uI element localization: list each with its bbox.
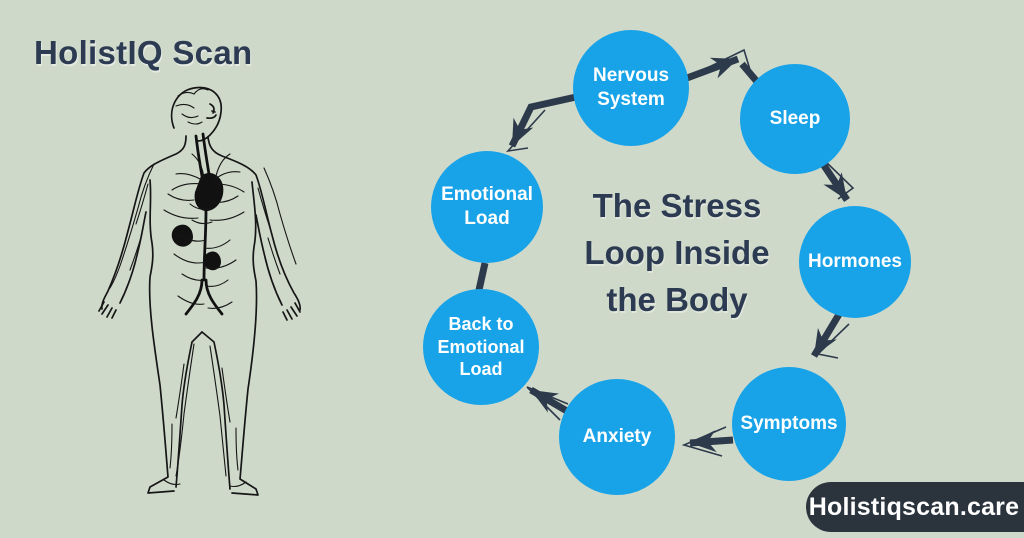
- node-label: Sleep: [769, 107, 821, 129]
- node-symptoms: Symptoms: [732, 367, 846, 481]
- node-nervous-system: Nervous System: [573, 30, 689, 146]
- node-emotional-load: Emotional Load: [431, 151, 543, 263]
- node-anxiety: Anxiety: [559, 379, 675, 495]
- website-banner[interactable]: Holistiqscan.care: [806, 482, 1024, 532]
- diagram-title-line: Loop Inside: [584, 234, 770, 271]
- node-label: Anxiety: [582, 425, 652, 447]
- node-label: Back to Emotional Load: [437, 314, 525, 380]
- arrow-sleep-to-hormones: [818, 159, 850, 202]
- node-label: Emotional Load: [441, 183, 533, 229]
- node-sleep: Sleep: [740, 64, 850, 174]
- human-body-illustration: [98, 86, 302, 496]
- node-label: Symptoms: [740, 412, 838, 434]
- node-back-to-emotional-load: Back to Emotional Load: [423, 289, 539, 405]
- diagram-title: The Stress Loop Inside the Body: [553, 182, 801, 323]
- line-backload-to-emotional: [475, 262, 489, 291]
- node-label: Nervous System: [592, 64, 670, 110]
- arrow-nervous-to-emotional: [508, 93, 577, 148]
- arrow-symptoms-to-anxiety: [689, 430, 734, 453]
- node-hormones: Hormones: [799, 206, 911, 318]
- diagram-title-line: the Body: [606, 281, 748, 318]
- website-url: Holistiqscan.care: [808, 492, 1020, 521]
- arrow-hormones-to-symptoms: [810, 309, 845, 358]
- diagram-title-line: The Stress: [592, 187, 762, 224]
- brand-title: HolistIQ Scan: [34, 34, 253, 71]
- arrow-nervous-to-sleep: [685, 55, 740, 82]
- node-label: Hormones: [808, 250, 902, 272]
